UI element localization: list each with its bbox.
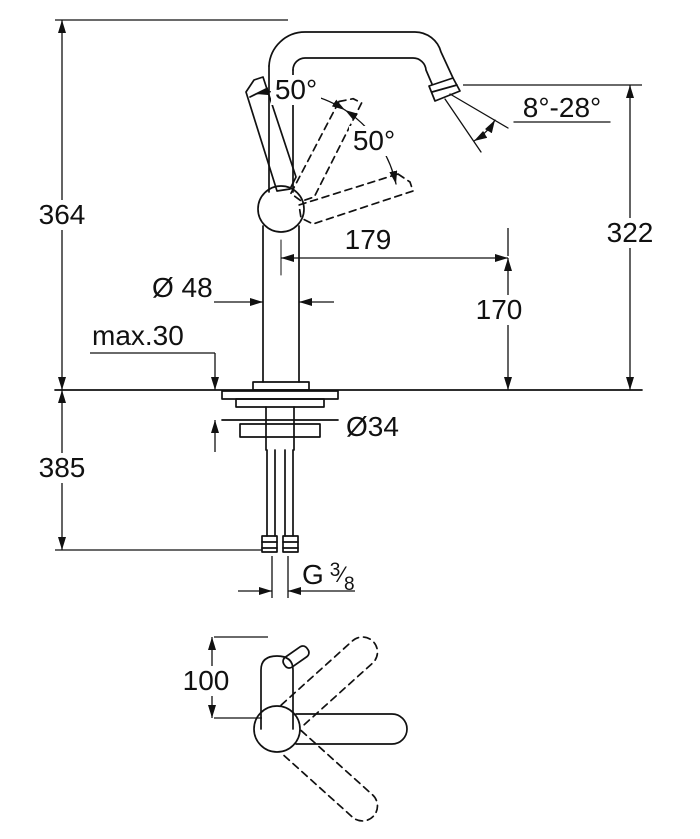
plan-lever-solid xyxy=(295,713,408,745)
dim-100-label: 100 xyxy=(183,665,230,696)
dimension-labels: 364 385 322 179 170 Ø 48 max.30 Ø34 100 … xyxy=(39,74,654,696)
plan-spout xyxy=(260,655,294,730)
max30-label: max.30 xyxy=(92,320,184,351)
plan-lever-knob xyxy=(282,645,310,669)
faucet-front-view xyxy=(54,31,643,553)
g38-letter: G xyxy=(302,559,324,590)
angle-side-label: 50° xyxy=(353,125,395,156)
g38-denominator: 8 xyxy=(344,574,355,595)
dimension-lines xyxy=(55,19,642,719)
plan-base-circle xyxy=(253,705,301,753)
faucet-base-ring xyxy=(252,381,310,391)
faucet-plan-view xyxy=(253,630,408,828)
spout-outer xyxy=(268,31,454,79)
outlet-angle-construction xyxy=(444,93,611,153)
threaded-shank xyxy=(265,406,295,451)
angle-outlet-label: 8°-28° xyxy=(523,92,601,123)
plan-lever-dashed-down xyxy=(280,729,385,828)
hose-end-right xyxy=(282,535,299,553)
label-backgrounds xyxy=(38,75,657,696)
g38-numerator: 3 xyxy=(330,560,341,581)
supply-hoses xyxy=(266,449,294,537)
plan-lever-dashed-up xyxy=(280,630,385,729)
hose-end-left xyxy=(261,535,278,553)
escutcheon-lower xyxy=(235,398,325,408)
hose-end-threads xyxy=(261,541,299,549)
outlet-mousseur xyxy=(428,77,461,102)
mounting-hardware xyxy=(221,390,339,553)
cartridge-ball xyxy=(257,185,305,233)
dim-dia48-label: Ø 48 xyxy=(152,272,213,303)
angle-top-label: 50° xyxy=(275,74,317,105)
g38-extensions xyxy=(271,556,289,598)
dim-385-label: 385 xyxy=(39,452,86,483)
dim-dia34-label: Ø34 xyxy=(346,411,399,442)
dim-170-label: 170 xyxy=(476,294,523,325)
dim-322-label: 322 xyxy=(607,217,654,248)
spout-inner xyxy=(292,57,433,85)
dim-364-label: 364 xyxy=(39,199,86,230)
dim-179-label: 179 xyxy=(345,224,392,255)
escutcheon-plate xyxy=(221,390,339,400)
horseshoe-bracket xyxy=(239,423,321,438)
